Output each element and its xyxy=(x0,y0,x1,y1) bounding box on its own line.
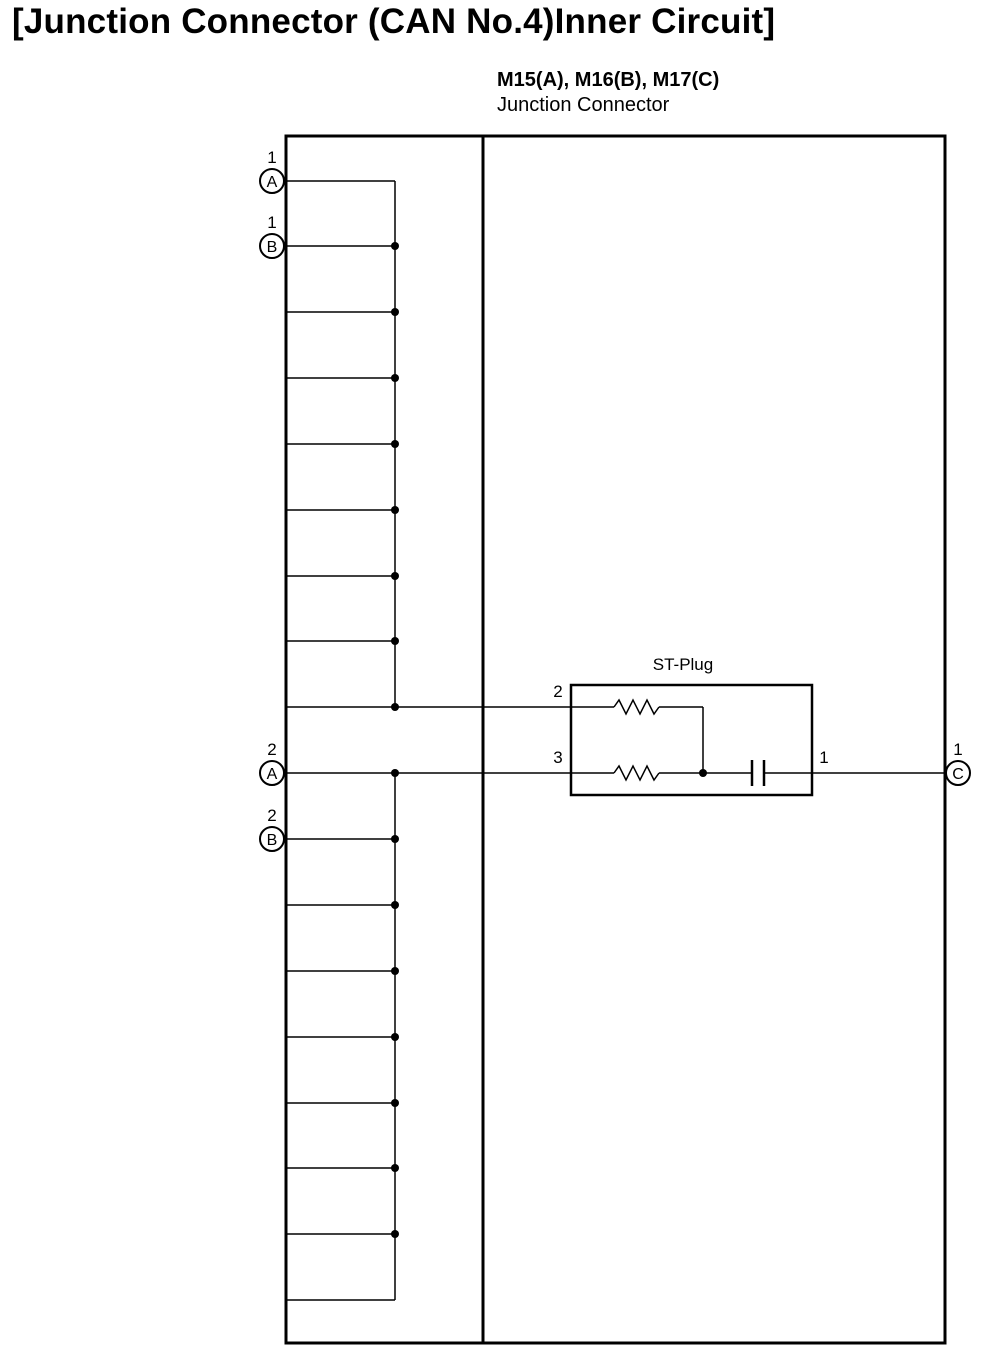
connector-name: Junction Connector xyxy=(497,94,670,116)
terminal-b2: 2 B xyxy=(259,806,285,852)
terminal-b1: 1 B xyxy=(259,213,285,259)
junction-dot xyxy=(391,703,399,711)
lower-bus-junction-dots xyxy=(391,769,399,1238)
terminal-a2-pin: 2 xyxy=(267,740,276,759)
junction-dot xyxy=(391,901,399,909)
st-plug-pin-3: 3 xyxy=(553,748,562,767)
junction-dot xyxy=(391,506,399,514)
lower-bus xyxy=(286,772,571,1301)
terminal-a1: 1 A xyxy=(259,148,285,194)
terminal-a1-pin: 1 xyxy=(267,148,276,167)
junction-dot xyxy=(391,440,399,448)
st-plug-label: ST-Plug xyxy=(653,655,713,674)
junction-dot xyxy=(391,835,399,843)
terminal-b2-pin: 2 xyxy=(267,806,276,825)
junction-dot xyxy=(391,572,399,580)
terminal-b1-letter: B xyxy=(267,239,278,256)
junction-dot xyxy=(391,1164,399,1172)
terminal-b1-pin: 1 xyxy=(267,213,276,232)
terminal-a2: 2 A xyxy=(259,740,285,786)
junction-dot xyxy=(391,1230,399,1238)
st-plug-pin-2: 2 xyxy=(553,682,562,701)
resistor-top xyxy=(613,698,660,716)
junction-dot xyxy=(391,308,399,316)
terminal-c1-pin: 1 xyxy=(953,740,962,759)
st-plug: ST-Plug 2 3 1 xyxy=(553,655,829,797)
connector-codes: M15(A), M16(B), M17(C) xyxy=(497,69,720,91)
connector-frame xyxy=(284,134,947,1345)
page-title: [Junction Connector (CAN No.4)Inner Circ… xyxy=(12,2,776,41)
terminal-c1: 1 C xyxy=(945,740,971,786)
terminal-b2-letter: B xyxy=(267,832,278,849)
upper-bus xyxy=(286,180,571,708)
junction-dot xyxy=(391,1033,399,1041)
junction-dot xyxy=(699,769,707,777)
capacitor xyxy=(750,760,766,786)
junction-dot xyxy=(391,1099,399,1107)
junction-dot xyxy=(391,242,399,250)
st-plug-box xyxy=(569,683,814,797)
junction-dot xyxy=(391,374,399,382)
upper-bus-junction-dots xyxy=(391,242,399,711)
terminal-a2-letter: A xyxy=(267,766,278,783)
junction-dot xyxy=(391,769,399,777)
junction-dot xyxy=(391,637,399,645)
st-plug-pin-1: 1 xyxy=(819,748,828,767)
terminal-a1-letter: A xyxy=(267,174,278,191)
junction-dot xyxy=(391,967,399,975)
resistor-bottom xyxy=(613,764,660,782)
terminal-c1-letter: C xyxy=(952,766,964,783)
